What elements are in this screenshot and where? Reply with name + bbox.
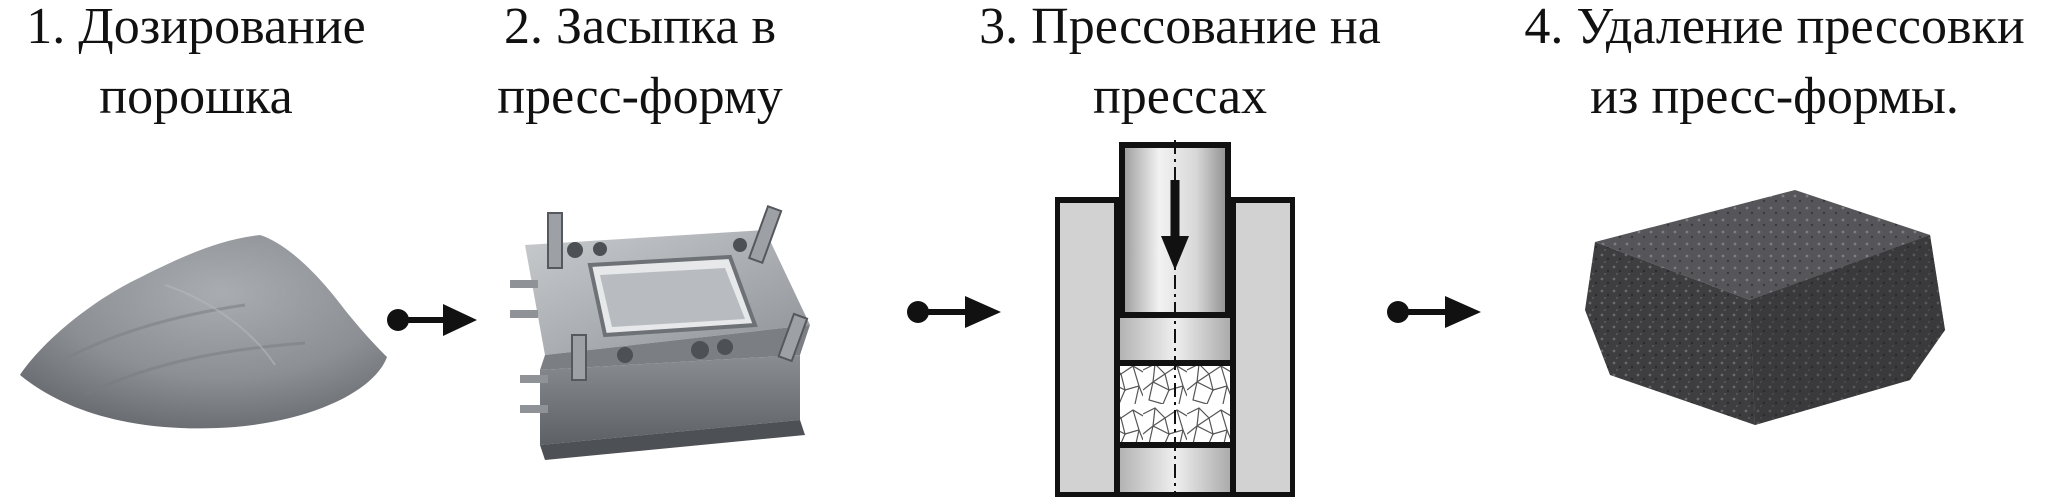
arrow-1-to-2 [387,304,477,336]
step-4-title-line1: 4. Удаление прессовки [1524,0,2025,55]
step-1-title: 1. Дозирование порошка [0,0,392,132]
step-4-title-line2: из пресс-формы. [1590,68,1959,125]
press-schematic-icon [1055,140,1295,497]
step-4-title: 4. Удаление прессовки из пресс-формы. [1485,0,2064,132]
step-3-title-line1: 3. Прессование на [979,0,1381,55]
step-3-title: 3. Прессование на прессах [905,0,1455,132]
arrow-3-to-4 [1387,296,1481,328]
step-2-title-line1: 2. Засыпка в [503,0,777,55]
arrow-2-to-3 [907,296,1001,328]
press-mold-icon [510,205,810,460]
step-1-title-line2: порошка [99,68,293,125]
step-2-title: 2. Засыпка в пресс-форму [470,0,810,132]
step-2-title-line2: пресс-форму [497,68,783,125]
step-3-title-line2: прессах [1092,68,1268,125]
powder-pile-icon [20,235,387,429]
compact-brick-icon [1585,190,1945,425]
step-1-title-line1: 1. Дозирование [26,0,366,55]
